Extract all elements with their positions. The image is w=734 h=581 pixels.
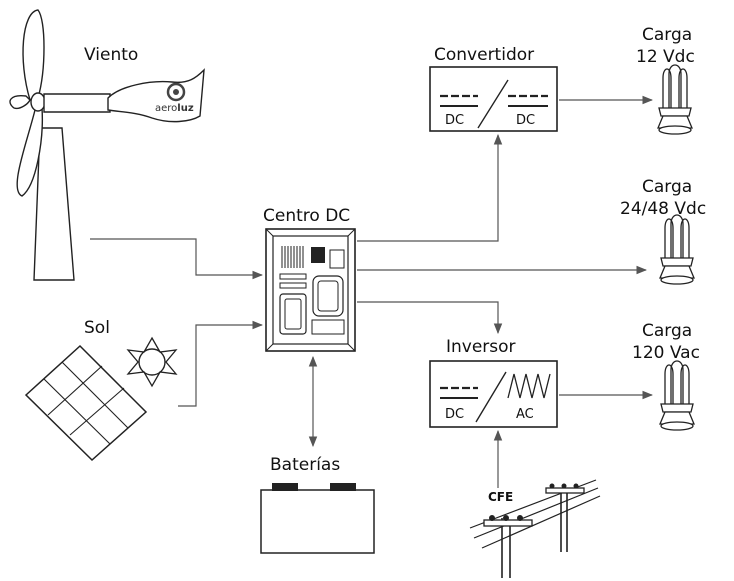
converter-in-label: DC bbox=[445, 113, 464, 128]
cfl-bulb-icon bbox=[659, 360, 695, 431]
solar-to-centro-arrow bbox=[178, 320, 264, 407]
carga3-title: Carga bbox=[642, 321, 692, 341]
carga1-value: 12 Vdc bbox=[636, 47, 695, 67]
wind-turbine-icon bbox=[9, 9, 205, 281]
load-12vdc: Carga 12 Vdc bbox=[636, 25, 695, 135]
converter-box bbox=[429, 66, 558, 132]
cfl-bulb-icon bbox=[659, 214, 695, 285]
logo-part2: luz bbox=[177, 103, 194, 114]
carga2-value: 24/48 Vdc bbox=[620, 199, 706, 219]
load-24-48vdc: Carga 24/48 Vdc bbox=[620, 177, 706, 285]
connectors bbox=[90, 95, 654, 488]
inverter-out-label: AC bbox=[516, 407, 534, 422]
cfl-bulb-icon bbox=[657, 64, 693, 135]
logo-part1: aero bbox=[155, 103, 177, 114]
centro-to-converter-arrow bbox=[357, 133, 503, 242]
label-viento: Viento bbox=[84, 45, 138, 65]
inverter-box bbox=[429, 360, 558, 428]
inverter-in-label: DC bbox=[445, 407, 464, 422]
carga3-value: 120 Vac bbox=[632, 343, 700, 363]
label-sol: Sol bbox=[84, 318, 110, 338]
label-convertidor: Convertidor bbox=[434, 45, 534, 65]
solar-panel-icon bbox=[24, 344, 148, 462]
aeroluz-logo: aeroluz bbox=[155, 82, 194, 114]
label-baterias: Baterías bbox=[270, 455, 340, 475]
battery-icon bbox=[260, 483, 375, 554]
sun-icon bbox=[126, 336, 178, 388]
label-cfe: CFE bbox=[488, 490, 513, 504]
label-inversor: Inversor bbox=[446, 337, 516, 357]
power-pole-icon bbox=[469, 479, 601, 578]
centro-to-inverter-arrow bbox=[357, 301, 503, 335]
label-centro-dc: Centro DC bbox=[263, 206, 350, 226]
centro-dc-cabinet bbox=[265, 228, 356, 352]
carga1-title: Carga bbox=[642, 25, 692, 45]
svg-text:aeroluz: aeroluz bbox=[155, 103, 194, 114]
converter-out-label: DC bbox=[516, 113, 535, 128]
wind-to-centro-arrow bbox=[90, 238, 264, 280]
carga2-title: Carga bbox=[642, 177, 692, 197]
load-120vac: Carga 120 Vac bbox=[632, 321, 700, 431]
